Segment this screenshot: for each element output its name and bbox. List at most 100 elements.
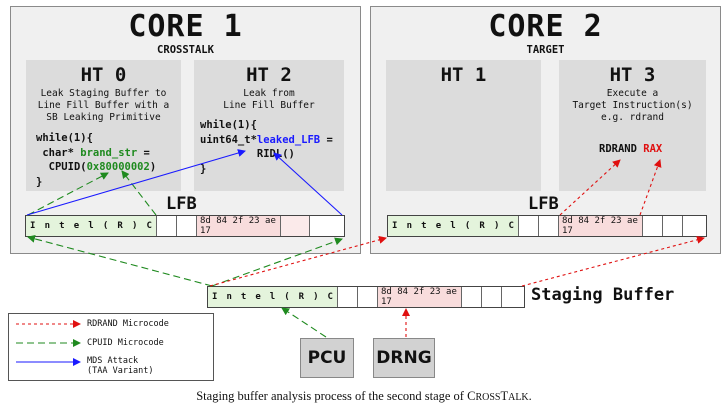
core-2-lfb-char: ) bbox=[493, 221, 500, 231]
staging-cell bbox=[462, 287, 482, 307]
core-1-panel: CORE 1 CROSSTALK HT 0 Leak Staging Buffe… bbox=[10, 6, 361, 254]
core-2-lfb-char: C bbox=[508, 221, 514, 231]
arrow-rdrand-lfb2-to-rdrand bbox=[559, 159, 621, 216]
ht3-title: HT 3 bbox=[609, 64, 656, 86]
ht0-code-line3-call: CPUID( bbox=[48, 161, 87, 173]
core-2-lfb-rand-bytes: 8d 84 2f 23 ae 17 bbox=[559, 216, 643, 236]
staging-char: ( bbox=[284, 292, 290, 302]
ht2-title: HT 2 bbox=[246, 64, 292, 86]
ht0-code-line2-type: char* bbox=[42, 146, 81, 159]
staging-char: l bbox=[269, 292, 276, 302]
core-2-lfb-char: t bbox=[421, 221, 427, 231]
core-1-lfb-rand-bytes: 8d 84 2f 23 ae 17 bbox=[197, 216, 281, 236]
ht3-panel: HT 3 Execute a Target Instruction(s) e.g… bbox=[559, 60, 706, 191]
ht2-code-line2-type: uint64_t* bbox=[200, 133, 257, 146]
ht0-code-leaf: 0x80000002 bbox=[86, 161, 150, 173]
core-2-lfb-cell bbox=[663, 216, 683, 236]
core-1-lfb-cell bbox=[281, 216, 310, 236]
ht0-description: Leak Staging Buffer to Line Fill Buffer … bbox=[37, 88, 170, 123]
drng-box: DRNG bbox=[373, 338, 435, 378]
core-2-lfb-char: n bbox=[406, 221, 412, 231]
ht0-code: while(1){ char* brand_str = CPUID(0x8000… bbox=[36, 131, 156, 189]
ht0-title: HT 0 bbox=[80, 64, 127, 86]
ht0-panel: HT 0 Leak Staging Buffer to Line Fill Bu… bbox=[26, 60, 181, 191]
core-2-lfb-char: e bbox=[435, 221, 442, 231]
core-2-lfb-char: ( bbox=[464, 221, 471, 231]
staging-char: n bbox=[226, 292, 232, 302]
core-2-lfb-label: LFB bbox=[528, 194, 559, 214]
staging-char: ) bbox=[313, 292, 319, 302]
ht3-code: RDRAND RAX bbox=[599, 142, 662, 157]
ht1-panel: HT 1 bbox=[386, 60, 541, 191]
core-1-subtitle: CROSSTALK bbox=[157, 44, 214, 56]
arrow-cpuid-lfb1-to-code bbox=[27, 172, 109, 216]
ht0-code-line3-close: ) bbox=[149, 161, 157, 173]
core-1-lfb-char: ) bbox=[131, 221, 138, 231]
arrow-cpuid-pcu-to-staging bbox=[281, 307, 327, 338]
core-1-lfb-char: t bbox=[59, 221, 65, 231]
staging-char: R bbox=[298, 292, 305, 302]
ht3-code-rax: RAX bbox=[643, 143, 663, 155]
ht3-description: Execute a Target Instruction(s) e.g. rdr… bbox=[572, 88, 693, 123]
pcu-box: PCU bbox=[300, 338, 354, 378]
staging-intel-segment: I n t e l ( R ) C bbox=[208, 287, 338, 307]
ht2-code-line4: } bbox=[200, 162, 207, 175]
core-2-lfb-char: I bbox=[392, 221, 398, 231]
legend-rdrand-label: RDRAND Microcode bbox=[87, 319, 169, 329]
core-1-lfb-char: I bbox=[30, 221, 36, 231]
core-2-title: CORE 2 bbox=[488, 9, 603, 44]
arrow-cpuid-staging-to-lfb2 bbox=[211, 237, 343, 287]
arrow-rdrand-staging-to-lfb2-left bbox=[209, 235, 387, 287]
legend-mds-sublabel: (TAA Variant) bbox=[87, 366, 154, 376]
core-2-lfb-char: l bbox=[450, 221, 456, 231]
core-1-lfb-char: C bbox=[146, 221, 152, 231]
core-1-lfb-intel-segment: I n t e l ( R ) C bbox=[26, 216, 157, 236]
ht0-code-line1: while(1){ bbox=[36, 132, 93, 144]
ht3-code-rdrand: RDRAND bbox=[599, 143, 644, 155]
ht2-description: Leak from Line Fill Buffer bbox=[223, 88, 315, 111]
figure-caption: Staging buffer analysis process of the s… bbox=[196, 389, 532, 403]
core-1-lfb-char: ( bbox=[102, 221, 109, 231]
legend-mds-label: MDS Attack bbox=[87, 356, 139, 366]
staging-buffer: I n t e l ( R ) C 8d 84 2f 23 ae 17 bbox=[207, 286, 525, 308]
staging-cell bbox=[482, 287, 502, 307]
core-2-lfb-cell bbox=[519, 216, 539, 236]
ht0-code-brand-str: brand_str bbox=[80, 146, 138, 159]
arrow-cpuid-lfb1-to-strptr bbox=[121, 170, 157, 216]
core-1-lfb-buffer: I n t e l ( R ) C 8d 84 2f 23 ae 17 bbox=[25, 215, 345, 237]
core-2-lfb-buffer: I n t e l ( R ) C 8d 84 2f 23 ae 17 bbox=[387, 215, 707, 237]
staging-char: C bbox=[327, 292, 333, 302]
core-2-lfb-intel-segment: I n t e l ( R ) C bbox=[388, 216, 519, 236]
staging-cell bbox=[338, 287, 358, 307]
staging-char: I bbox=[212, 292, 218, 302]
core-1-lfb-char: n bbox=[44, 221, 50, 231]
staging-rand-bytes: 8d 84 2f 23 ae 17 bbox=[378, 287, 462, 307]
ht0-code-line2-eq: = bbox=[137, 146, 150, 159]
staging-cell bbox=[358, 287, 378, 307]
arrow-cpuid-staging-to-lfb1 bbox=[27, 234, 213, 287]
ht0-code-line4: } bbox=[36, 175, 43, 188]
core-2-lfb-char: R bbox=[479, 221, 485, 231]
ht2-code-line2-eq: = bbox=[320, 133, 333, 146]
staging-char: t bbox=[240, 292, 247, 302]
legend-cpuid-label: CPUID Microcode bbox=[87, 338, 164, 348]
core-1-lfb-char: e bbox=[73, 221, 80, 231]
core-1-lfb-label: LFB bbox=[166, 194, 197, 214]
ht2-code-line1: while(1){ bbox=[200, 119, 257, 131]
arrow-rdrand-staging-to-lfb2-right bbox=[521, 235, 705, 287]
core-1-lfb-char: R bbox=[117, 221, 123, 231]
arrow-rdrand-lfb2-to-rax bbox=[639, 159, 662, 216]
core-1-lfb-cell bbox=[157, 216, 177, 236]
core-2-panel: CORE 2 TARGET HT 1 HT 3 Execute a Target… bbox=[370, 6, 721, 254]
ht1-title: HT 1 bbox=[440, 64, 487, 86]
staging-char: e bbox=[255, 292, 261, 302]
arrow-mds-lfb1-right-to-ridl bbox=[273, 152, 343, 216]
core-2-subtitle: TARGET bbox=[526, 44, 565, 56]
core-2-lfb-cell bbox=[643, 216, 663, 236]
core-1-title: CORE 1 bbox=[128, 9, 243, 44]
staging-buffer-label: Staging Buffer bbox=[531, 285, 675, 305]
ht2-code-leaked-lfb: leaked_LFB bbox=[256, 133, 321, 146]
core-1-lfb-char: l bbox=[88, 221, 94, 231]
core-2-lfb-cell bbox=[539, 216, 559, 236]
core-1-lfb-cell bbox=[177, 216, 197, 236]
